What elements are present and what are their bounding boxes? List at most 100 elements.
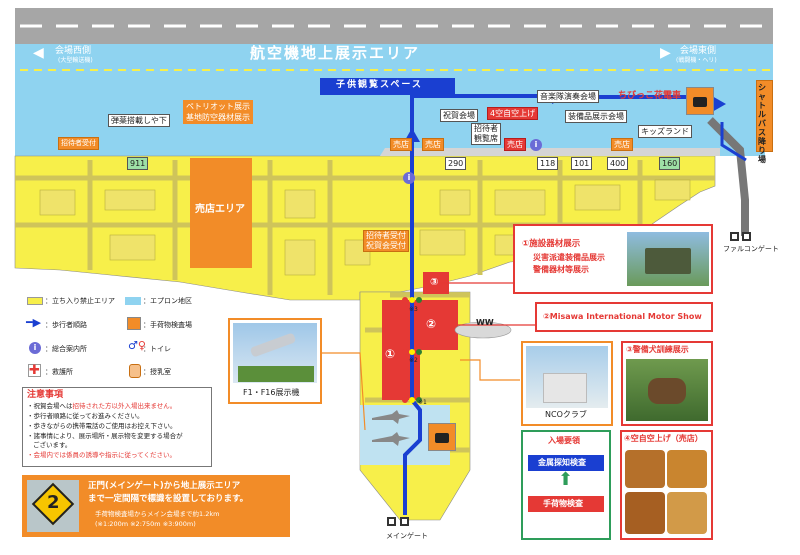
arrow-left-icon: ◀: [33, 45, 44, 61]
falcon-gate-icon: [730, 232, 739, 241]
legend-nursing: ：授乳室: [143, 368, 171, 376]
legend-restricted: ：立ち入り禁止エリア: [45, 297, 115, 305]
shop-label-4: 売店: [611, 138, 633, 151]
panel-1: [513, 224, 713, 294]
shop-label-3: 売店: [504, 138, 526, 151]
main-gate: メインゲート: [386, 532, 428, 540]
west-sub: (大型輸送機): [58, 57, 93, 64]
metal-check: 金属探知検査: [538, 458, 586, 467]
west-label: 会場西側: [55, 46, 92, 56]
panel-connectors-red: [440, 282, 535, 326]
panel-2: [535, 302, 713, 332]
baggage-check-label: 手荷物検査: [543, 499, 583, 508]
monument-shape: [543, 373, 587, 403]
kids-space-bar: [320, 78, 455, 95]
panel-3: [621, 341, 713, 426]
band-hall: 音楽隊演奏会場: [537, 90, 599, 103]
panel-1-line2: 災害派遣装備品展示: [533, 253, 605, 262]
gate-info-line3: 手荷物検査場からメイン会場まで約1.2km: [95, 510, 220, 518]
gate-info-line1: 正門(メインゲート)から地上展示エリア: [88, 481, 241, 491]
food-photo-4: [667, 492, 707, 534]
legend-info: ：総合案内所: [45, 345, 87, 353]
notes-line2: ・歩行者順路に従ってお進みください。: [27, 412, 144, 420]
legend-restricted-swatch: [27, 297, 43, 305]
route-arrow-east: [712, 96, 726, 112]
f1-caption: F1・F16展示機: [243, 388, 300, 397]
zone-2: [420, 300, 458, 350]
food-photo-3: [625, 492, 665, 534]
panel-4-title: ④空自空上げ（売店）: [624, 434, 703, 443]
shop-label-1: 売店: [390, 138, 412, 151]
baggage-icon: [693, 97, 707, 107]
panel-1-line3: 警備器材等展示: [533, 265, 589, 274]
vehicle-shape: [645, 248, 691, 274]
shuttle-stop: シャトルバス降り場: [758, 83, 766, 164]
entry-panel: [521, 430, 611, 540]
nursing-icon: [129, 364, 141, 378]
shuttle-road: [707, 117, 749, 236]
f1-panel: [228, 318, 322, 404]
apron-top: [15, 44, 773, 82]
aircraft-icons: [372, 410, 410, 446]
gate-sign-number: 2: [47, 492, 60, 513]
shuttle-stop-box: [756, 80, 773, 152]
first-aid-icon: ✚: [28, 363, 41, 378]
notes-line1: ・祝賀会場へは招待された方以外入場出来ません。: [27, 402, 177, 410]
notes-line4: ・諸事情により、展示場所・展示物を変更する場合が: [27, 432, 183, 440]
zone-1-marker: ①: [385, 347, 396, 361]
main-gate-icon: [387, 517, 396, 526]
notes-line5: ・会場内では係員の誘導や指示に従ってください。: [27, 451, 176, 459]
panel-1-title: ①施設器材展示: [522, 239, 581, 249]
main-gate-icon-2: [400, 517, 409, 526]
panel-4: [620, 430, 713, 540]
legend-walk-route: ：歩行者順路: [45, 321, 87, 329]
food-photo-1: [625, 450, 665, 488]
ww-monument-base: [454, 321, 512, 339]
notes-line1-b: 招待された方以外入場出来ません。: [72, 402, 177, 410]
buildings: [39, 179, 691, 276]
panel-3-title: ③警備犬訓練展示: [626, 345, 689, 354]
falcon-gate-icon-2: [742, 232, 751, 241]
arrow-right-icon: ▶: [660, 45, 671, 61]
notes-box: [22, 387, 212, 467]
zone-3: [423, 272, 449, 294]
zone-3-marker: ③: [430, 277, 439, 288]
guest-reception-left: 招待者受付: [58, 137, 99, 150]
patriot-label: ペトリオット展示 基地防空器材展示: [183, 100, 253, 124]
legend-baggage-swatch: [127, 317, 141, 330]
legend-apron: ：エプロン地区: [143, 297, 192, 305]
route-arrow-icon: ━▶: [26, 316, 42, 329]
toilet-icon: ♂♀: [128, 339, 146, 352]
info-icon: i: [403, 172, 415, 184]
chibikko-train: ちびっこ花電車: [618, 91, 682, 101]
kids-space-label: 子供観覧スペース: [336, 80, 423, 90]
legend-toilet: ：トイレ: [143, 345, 171, 353]
shop-area-label: 売店エリア: [195, 204, 245, 215]
kids-land: キッズランド: [638, 125, 692, 138]
panel-connectors: [322, 352, 520, 431]
falcon-gate: ファルコンゲート: [723, 245, 779, 253]
baggage-check-bar: [528, 496, 604, 512]
shop-area-block: [190, 158, 252, 268]
equipment-hall: 装備品展示会場: [565, 110, 627, 123]
guest-reception-center: 招待者受付 祝賀会受付: [363, 230, 409, 252]
up-arrow-icon: ⬆: [558, 469, 574, 490]
gate-info-line2: まで一定間隔で標識を設置しております。: [88, 494, 249, 504]
info-icon-2: i: [530, 139, 542, 151]
bldg-160: 160: [659, 157, 681, 170]
shuttle-route: [720, 122, 747, 162]
nco-caption: NCOクラブ: [545, 410, 587, 419]
legend-baggage: ：手荷物検査場: [143, 321, 192, 329]
bldg-101: 101: [571, 157, 593, 170]
runway-title: 航空機地上展示エリア: [250, 44, 421, 62]
gate-info-line4: (※1:200m ※2:750m ※3:900m): [95, 520, 196, 528]
zone-2-marker: ②: [426, 317, 437, 331]
ww-marker: WW: [476, 318, 494, 327]
note-2-marker: ※2: [409, 357, 418, 364]
route-checkpoints: [402, 297, 422, 403]
metal-check-bar: [528, 455, 604, 471]
food-photo-2: [667, 450, 707, 488]
bldg-400: 400: [607, 157, 629, 170]
